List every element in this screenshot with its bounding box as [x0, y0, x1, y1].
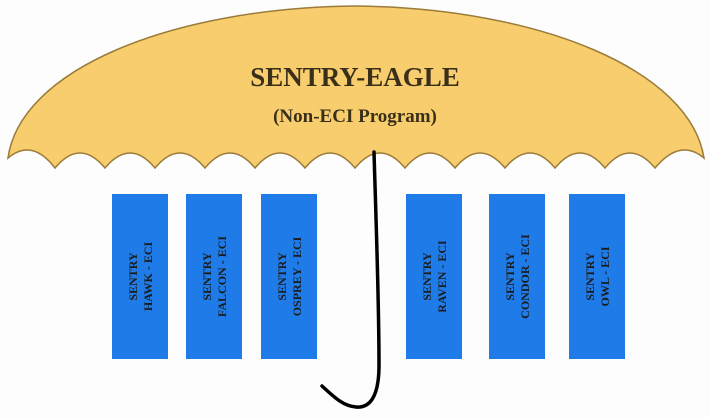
program-box-rect [406, 194, 462, 359]
program-box-label-line2: OSPREY - ECI [290, 236, 304, 316]
program-box: SENTRYOWL - ECI [569, 194, 625, 359]
umbrella-handle [320, 150, 381, 409]
program-box-rect [186, 194, 242, 359]
program-box-rect [261, 194, 317, 359]
program-box-rect [569, 194, 625, 359]
program-box-label-line1: SENTRY [200, 252, 214, 301]
umbrella-canopy [6, 5, 706, 170]
program-box-rect [112, 194, 168, 359]
program-box-label-line1: SENTRY [126, 252, 140, 301]
program-box-label-line1: SENTRY [420, 252, 434, 301]
program-box-label: SENTRYOWL - ECI [583, 246, 612, 306]
umbrella-title: SENTRY-EAGLE [250, 62, 460, 92]
program-box-label-line2: OWL - ECI [598, 246, 612, 306]
program-box-label-line1: SENTRY [275, 252, 289, 301]
program-box-label-line2: CONDOR - ECI [518, 234, 532, 319]
program-box: SENTRYHAWK - ECI [112, 194, 168, 359]
program-box: SENTRYOSPREY - ECI [261, 194, 317, 359]
program-box-label-line2: FALCON - ECI [215, 236, 229, 317]
program-box-label-line1: SENTRY [583, 252, 597, 301]
program-box-label-line2: RAVEN - ECI [435, 240, 449, 313]
umbrella-subtitle: (Non-ECI Program) [273, 106, 437, 127]
program-box-label: SENTRYFALCON - ECI [200, 236, 229, 317]
program-box-label-line2: HAWK - ECI [141, 242, 155, 312]
program-box-label: SENTRYOSPREY - ECI [275, 236, 304, 316]
program-box: SENTRYFALCON - ECI [186, 194, 242, 359]
program-box: SENTRYCONDOR - ECI [489, 194, 545, 359]
program-box-label: SENTRYRAVEN - ECI [420, 240, 449, 313]
program-box: SENTRYRAVEN - ECI [406, 194, 462, 359]
program-box-label-line1: SENTRY [503, 252, 517, 301]
program-box-label: SENTRYHAWK - ECI [126, 242, 155, 312]
program-box-rect [489, 194, 545, 359]
program-box-label: SENTRYCONDOR - ECI [503, 234, 532, 319]
